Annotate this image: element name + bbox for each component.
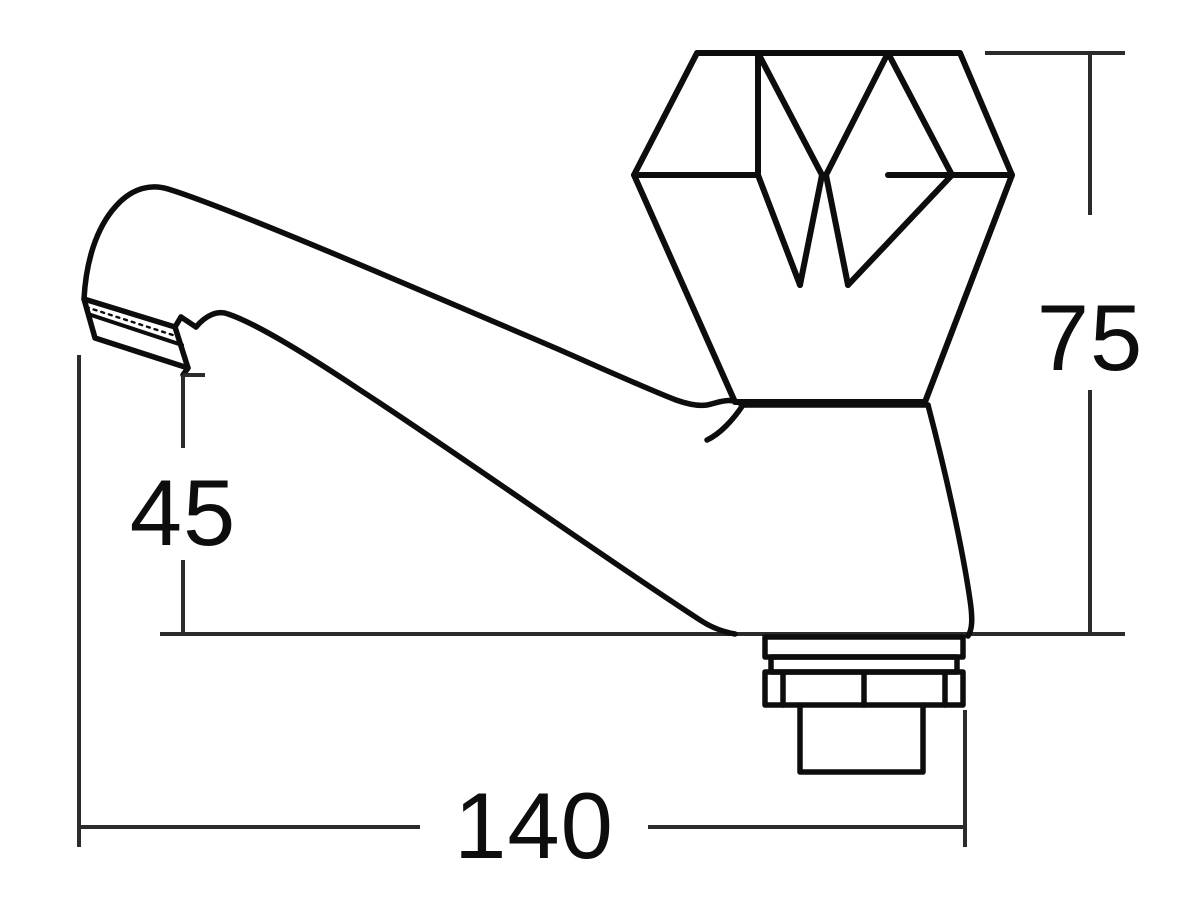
dimension-75: 75 bbox=[985, 51, 1144, 634]
dimension-45: 45 bbox=[130, 373, 237, 634]
dimension-75-label: 75 bbox=[1037, 285, 1144, 390]
tail-shank bbox=[797, 702, 926, 775]
mounting-nut bbox=[762, 634, 966, 708]
dimension-140-label: 140 bbox=[454, 773, 614, 878]
aerator-outlet bbox=[81, 296, 191, 378]
valve-body bbox=[704, 402, 975, 639]
dimension-140: 140 bbox=[77, 355, 967, 878]
dimension-45-label: 45 bbox=[130, 460, 237, 565]
handle bbox=[631, 50, 1015, 405]
